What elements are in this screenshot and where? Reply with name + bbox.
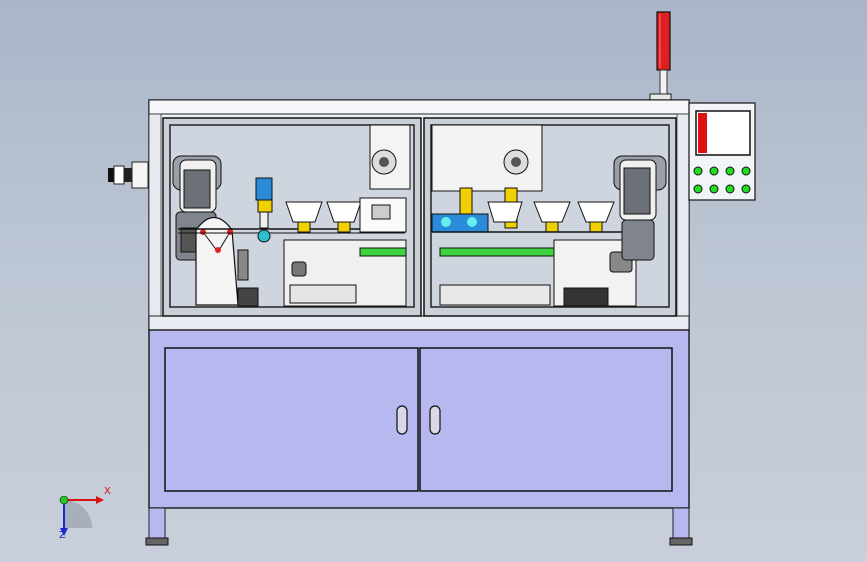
hmi-button[interactable] — [741, 166, 751, 176]
stack-light — [649, 11, 672, 102]
left-door[interactable] — [164, 347, 419, 492]
hmi-panel[interactable] — [688, 102, 756, 201]
z-axis-label: Z — [59, 530, 66, 541]
right-funnels — [487, 201, 615, 233]
left-valve — [255, 177, 273, 243]
x-axis-label: X — [104, 486, 111, 497]
right-robot-arm — [613, 155, 667, 261]
right-door[interactable] — [419, 347, 673, 492]
hmi-button[interactable] — [693, 184, 703, 194]
axis-triad[interactable] — [59, 495, 104, 536]
machine-leg — [672, 507, 690, 539]
hmi-button[interactable] — [709, 166, 719, 176]
left-funnels — [285, 201, 362, 233]
hmi-indicator — [698, 113, 707, 153]
machine-leg — [148, 507, 166, 539]
hmi-button[interactable] — [709, 184, 719, 194]
hmi-button[interactable] — [725, 166, 735, 176]
center-mechanism — [359, 124, 411, 233]
door-handle[interactable] — [396, 405, 408, 435]
hmi-button[interactable] — [725, 184, 735, 194]
hmi-button[interactable] — [693, 166, 703, 176]
air-fitting — [108, 161, 149, 189]
hmi-button[interactable] — [741, 184, 751, 194]
door-handle[interactable] — [429, 405, 441, 435]
